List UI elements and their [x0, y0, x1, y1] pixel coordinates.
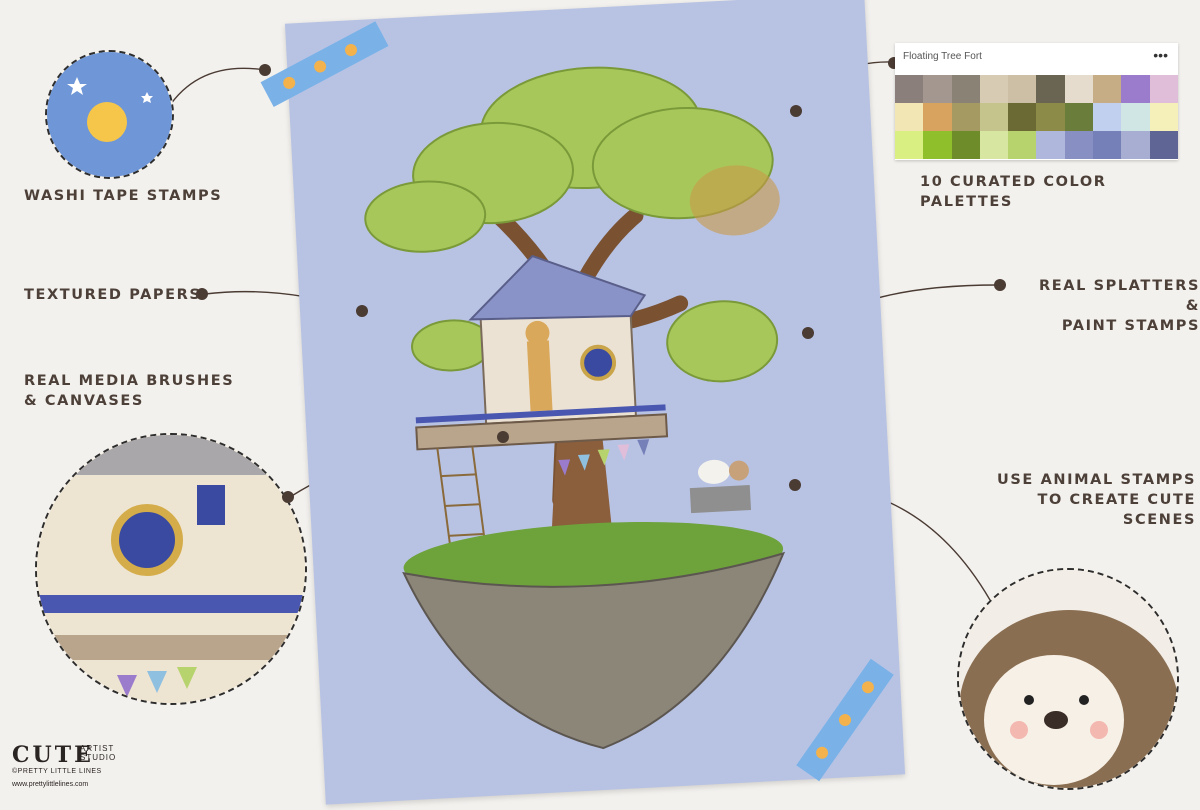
palette-swatch[interactable] [951, 131, 980, 159]
label-washi: WASHI TAPE STAMPS [24, 188, 223, 204]
palette-swatch[interactable] [1036, 75, 1065, 103]
palette-swatch[interactable] [951, 103, 980, 131]
palette-swatches [895, 75, 1178, 159]
palette-swatch[interactable] [1008, 75, 1037, 103]
palette-swatch[interactable] [895, 103, 924, 131]
washi-tape-bottom [796, 658, 894, 782]
palette-menu-icon[interactable]: ••• [1153, 47, 1168, 63]
palette-swatch[interactable] [1036, 131, 1065, 159]
palette-swatch[interactable] [1149, 75, 1178, 103]
hedgehog-icon [959, 570, 1177, 788]
dot-splatters-end [802, 327, 814, 339]
palette-swatch[interactable] [979, 131, 1009, 159]
hedgehog-circle [957, 568, 1179, 790]
palette-swatch[interactable] [1121, 103, 1150, 131]
palette-swatch[interactable] [1093, 75, 1122, 103]
palette-swatch[interactable] [923, 75, 952, 103]
palette-swatch[interactable] [1121, 75, 1150, 103]
dot-textured [196, 288, 208, 300]
color-palette-panel: Floating Tree Fort ••• [895, 43, 1178, 160]
tree-fort-illustration [364, 66, 786, 750]
palette-swatch[interactable] [1149, 103, 1178, 131]
dot-textured-end [356, 305, 368, 317]
dot-washi [259, 64, 271, 76]
palette-swatch[interactable] [1064, 103, 1094, 131]
label-splatters: REAL SPLATTERS & PAINT STAMPS [1038, 278, 1200, 334]
washi-tape-top [260, 21, 389, 107]
logo-cute: CUTE [12, 742, 94, 768]
palette-swatch[interactable] [979, 75, 1009, 103]
palette-swatch[interactable] [1008, 131, 1037, 159]
palette-swatch[interactable] [895, 75, 924, 103]
dot-splatters [994, 279, 1006, 291]
illustration-poster [284, 0, 906, 805]
palette-swatch[interactable] [951, 75, 980, 103]
palette-swatch[interactable] [923, 131, 952, 159]
label-palettes: 10 CURATED COLOR PALETTES [920, 174, 1107, 210]
dot-brushes [497, 431, 509, 443]
palette-swatch[interactable] [1008, 103, 1037, 131]
dot-animals [789, 479, 801, 491]
palette-swatch[interactable] [1093, 103, 1122, 131]
label-animals: USE ANIMAL STAMPS TO CREATE CUTE SCENES [997, 472, 1196, 528]
brand-logo: CUTE ARTIST STUDIO ©PRETTY LITTLE LINES … [12, 742, 115, 788]
brushes-detail-circle [35, 433, 307, 705]
palette-title: Floating Tree Fort [903, 51, 982, 62]
palette-swatch[interactable] [1064, 75, 1094, 103]
palette-swatch[interactable] [979, 103, 1009, 131]
palette-swatch[interactable] [1036, 103, 1065, 131]
connector-washi [167, 67, 266, 109]
palette-swatch[interactable] [923, 103, 952, 131]
palette-swatch[interactable] [1121, 131, 1150, 159]
palette-swatch[interactable] [1064, 131, 1094, 159]
label-brushes: REAL MEDIA BRUSHES & CANVASES [24, 373, 235, 409]
dot-palettes-end [790, 105, 802, 117]
logo-url: www.prettylittlelines.com [12, 781, 89, 788]
palette-swatch[interactable] [1149, 131, 1178, 159]
house-detail [37, 435, 305, 703]
sun-washi-icon [47, 52, 172, 177]
dot-brushes-end [282, 491, 294, 503]
palette-swatch[interactable] [1093, 131, 1122, 159]
logo-copyright: ©PRETTY LITTLE LINES [12, 768, 102, 775]
label-textured: TEXTURED PAPERS [24, 287, 202, 303]
washi-tape-circle [45, 50, 174, 179]
logo-artist-studio: ARTIST STUDIO [80, 744, 117, 762]
palette-swatch[interactable] [895, 131, 924, 159]
